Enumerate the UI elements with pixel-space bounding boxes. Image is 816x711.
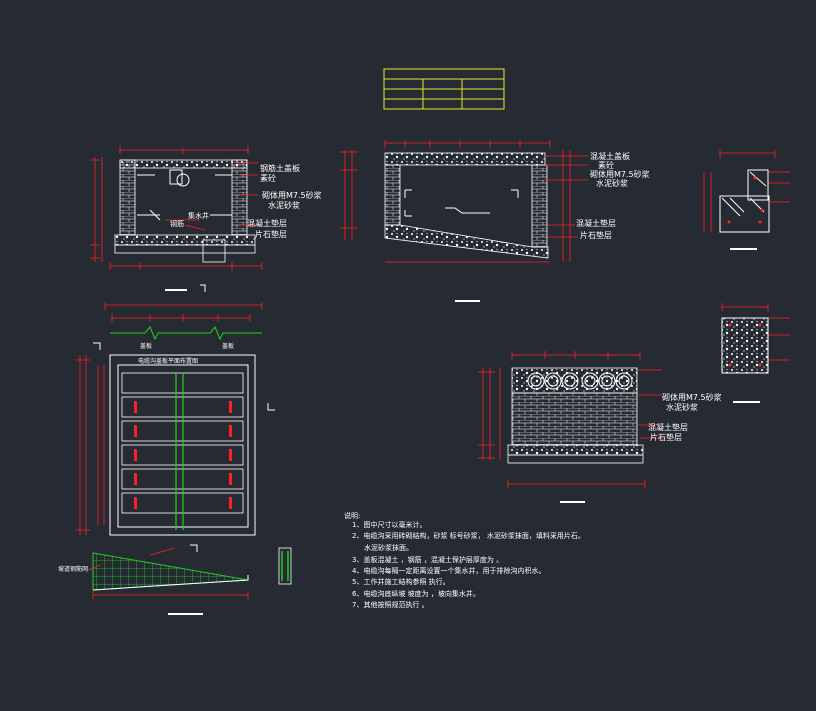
note-line: 1、图中尺寸以毫米计。 xyxy=(352,520,426,529)
detail-view-f xyxy=(721,303,790,403)
label-b6: 片石垫层 xyxy=(580,230,612,240)
label-e4: 片石垫层 xyxy=(650,432,682,442)
detail-view-c xyxy=(703,150,790,250)
label-a3: 砌体用M7.5砂浆 xyxy=(262,190,322,200)
label-a6: 片石垫层 xyxy=(255,229,287,239)
plan-view-d: 盖板 盖板 电缆沟盖板平面布置图 xyxy=(76,284,275,552)
label-d2: 盖板 xyxy=(222,342,234,350)
title-block xyxy=(383,68,505,110)
label-e1: 砌体用M7.5砂浆 xyxy=(662,392,722,402)
label-b5: 混凝土垫层 xyxy=(576,218,616,228)
label-a7: 集水井 xyxy=(188,211,209,220)
label-a8: 钢筋 xyxy=(170,219,184,228)
label-a5: 混凝土垫层 xyxy=(247,218,287,228)
label-a4: 水泥砂浆 xyxy=(268,200,300,210)
label-b1: 混凝土盖板 xyxy=(590,151,630,161)
label-ramp: 坡道钢筋网 xyxy=(58,565,88,573)
note-line: 5、工作井施工结构参照 执行。 xyxy=(352,577,450,586)
note-line: 7、其他按照规范执行 。 xyxy=(352,600,429,609)
note-line: 2、电缆沟采用砖砌结构，砂浆 标号砂浆， 水泥砂浆抹面，填料采用片石。 xyxy=(352,531,585,540)
label-b3: 砌体用M7.5砂浆 xyxy=(590,169,650,179)
notes-block: 说明: 1、图中尺寸以毫米计。 2、电缆沟采用砖砌结构，砂浆 标号砂浆， 水泥砂… xyxy=(344,511,585,609)
ramp-detail: 坡道钢筋网 xyxy=(58,547,292,615)
label-d1: 盖板 xyxy=(140,342,152,350)
note-line: 说明: xyxy=(344,511,360,520)
label-b4: 水泥砂浆 xyxy=(596,178,628,188)
note-line: 水泥砂浆抹面。 xyxy=(364,543,413,552)
section-view-e: 砌体用M7.5砂浆 水泥砂浆 混凝土垫层 片石垫层 xyxy=(478,351,722,503)
label-e2: 水泥砂浆 xyxy=(666,402,698,412)
section-view-b: 混凝土盖板 素砼 砌体用M7.5砂浆 水泥砂浆 混凝土垫层 片石垫层 xyxy=(340,140,650,302)
note-line: 6、电缆沟底纵坡 坡度为 ，坡向集水井。 xyxy=(352,589,480,598)
note-line: 4、电缆沟每隔一定距离设置一个集水井，用于排除沟内积水。 xyxy=(352,566,545,575)
section-view-a: 钢筋土盖板 素砼 砌体用M7.5砂浆 水泥砂浆 混凝土垫层 片石垫层 集水井 钢… xyxy=(90,146,322,291)
note-line: 3、盖板混凝土 ，钢筋 ，混凝土保护层厚度为 。 xyxy=(352,555,503,564)
label-b2: 素砼 xyxy=(598,160,614,170)
label-d3: 电缆沟盖板平面布置图 xyxy=(138,357,198,365)
label-a1: 钢筋土盖板 xyxy=(260,163,300,173)
label-a2: 素砼 xyxy=(260,173,276,183)
label-e3: 混凝土垫层 xyxy=(648,422,688,432)
